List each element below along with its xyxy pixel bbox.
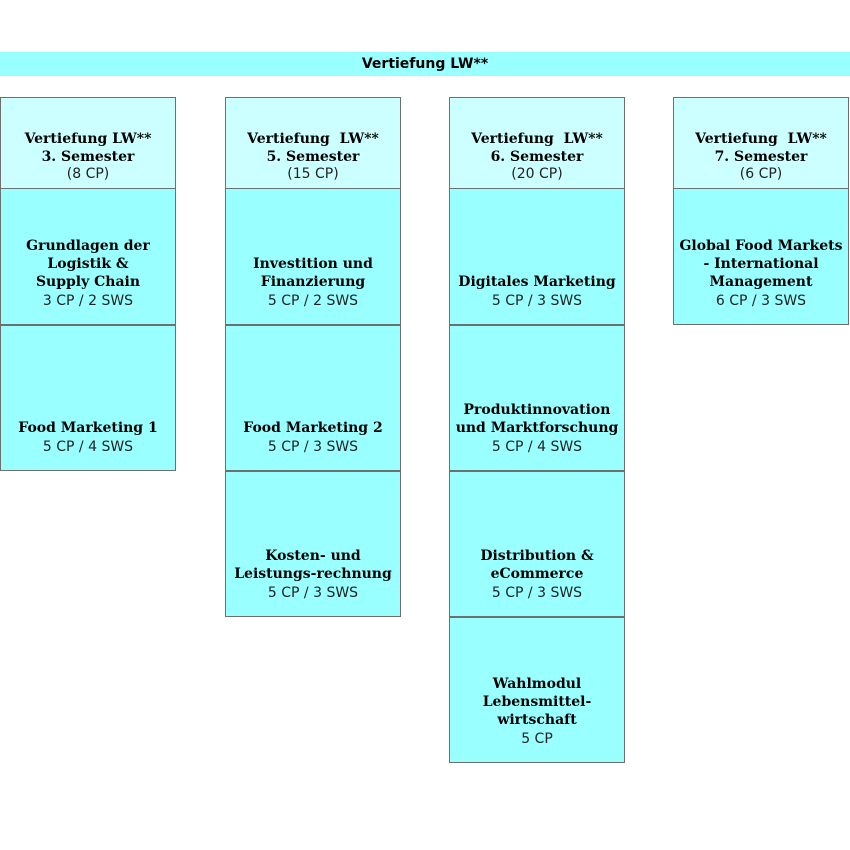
column-header: Vertiefung LW** 7. Semester (6 CP) <box>673 97 849 188</box>
column-title: Vertiefung LW** <box>471 131 603 147</box>
semester-column-7: Vertiefung LW** 7. Semester (6 CP) Globa… <box>673 97 849 325</box>
column-header: Vertiefung LW** 3. Semester (8 CP) <box>0 97 176 188</box>
module-box: Kosten- und Leistungs-rechnung 5 CP / 3 … <box>225 471 401 617</box>
module-title: Produktinnovation und Marktforschung <box>455 402 619 436</box>
column-title: Vertiefung LW** <box>24 131 152 147</box>
module-credits: 6 CP / 3 SWS <box>715 293 807 309</box>
module-credits: 3 CP / 2 SWS <box>42 293 134 309</box>
module-box: Digitales Marketing 5 CP / 3 SWS <box>449 188 625 325</box>
column-credits: (15 CP) <box>287 166 339 182</box>
module-credits: 5 CP / 4 SWS <box>42 439 134 455</box>
column-title: Vertiefung LW** <box>247 131 379 147</box>
module-title: Grundlagen der Logistik & Supply Chain <box>26 238 150 290</box>
module-box: Investition und Finanzierung 5 CP / 2 SW… <box>225 188 401 325</box>
module-credits: 5 CP / 3 SWS <box>491 293 583 309</box>
module-credits: 5 CP / 3 SWS <box>267 439 359 455</box>
column-credits: (6 CP) <box>739 166 783 182</box>
module-credits: 5 CP / 4 SWS <box>491 439 583 455</box>
module-box: Wahlmodul Lebensmittel- wirtschaft 5 CP <box>449 617 625 763</box>
module-title: Distribution & eCommerce <box>480 548 594 582</box>
column-semester: 3. Semester <box>41 149 135 165</box>
module-box: Food Marketing 2 5 CP / 3 SWS <box>225 325 401 471</box>
module-credits: 5 CP / 3 SWS <box>267 585 359 601</box>
module-box: Food Marketing 1 5 CP / 4 SWS <box>0 325 176 471</box>
semester-column-6: Vertiefung LW** 6. Semester (20 CP) Digi… <box>449 97 625 763</box>
module-title: Kosten- und Leistungs-rechnung <box>234 548 392 582</box>
column-semester: 5. Semester <box>266 149 360 165</box>
module-title: Investition und Finanzierung <box>253 256 373 290</box>
module-title: Food Marketing 2 <box>243 420 383 436</box>
module-credits: 5 CP <box>521 731 553 747</box>
banner-title: Vertiefung LW** <box>0 52 850 76</box>
column-semester: 6. Semester <box>490 149 584 165</box>
column-credits: (8 CP) <box>66 166 110 182</box>
module-title: Food Marketing 1 <box>18 420 158 436</box>
module-title: Digitales Marketing <box>458 274 616 290</box>
module-credits: 5 CP / 3 SWS <box>491 585 583 601</box>
column-credits: (20 CP) <box>511 166 563 182</box>
module-box: Global Food Markets - International Mana… <box>673 188 849 325</box>
semester-column-5: Vertiefung LW** 5. Semester (15 CP) Inve… <box>225 97 401 617</box>
semester-column-3: Vertiefung LW** 3. Semester (8 CP) Grund… <box>0 97 176 471</box>
column-semester: 7. Semester <box>714 149 808 165</box>
column-header: Vertiefung LW** 6. Semester (20 CP) <box>449 97 625 188</box>
module-title: Global Food Markets - International Mana… <box>679 238 843 290</box>
module-title: Wahlmodul Lebensmittel- wirtschaft <box>482 676 592 728</box>
module-credits: 5 CP / 2 SWS <box>267 293 359 309</box>
module-box: Grundlagen der Logistik & Supply Chain 3… <box>0 188 176 325</box>
module-box: Distribution & eCommerce 5 CP / 3 SWS <box>449 471 625 617</box>
module-box: Produktinnovation und Marktforschung 5 C… <box>449 325 625 471</box>
column-header: Vertiefung LW** 5. Semester (15 CP) <box>225 97 401 188</box>
column-title: Vertiefung LW** <box>695 131 827 147</box>
